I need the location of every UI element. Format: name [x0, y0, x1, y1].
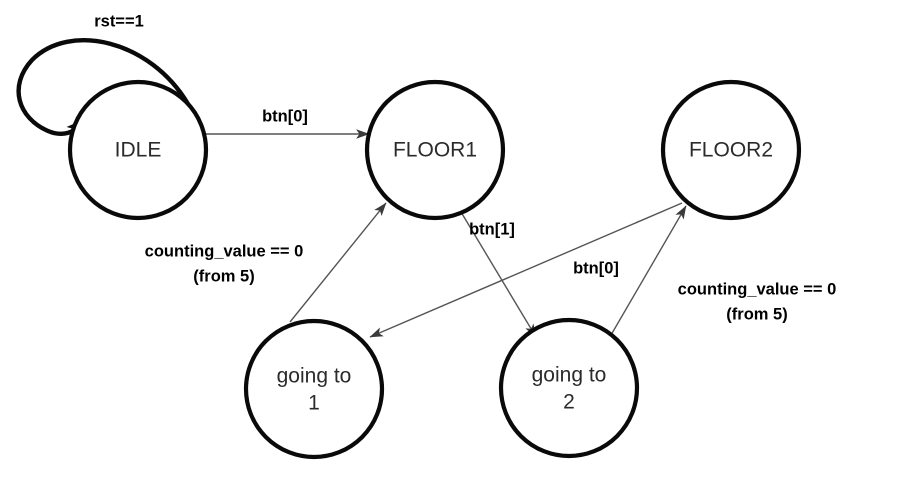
edge-label-going-to-1-to-floor1-line1: counting_value == 0: [145, 242, 304, 260]
edge-path-idle-self-loop: [16, 38, 191, 141]
state-label-going-to-2-line2: 2: [563, 391, 575, 414]
state-circle-idle: [67, 79, 209, 221]
transition-floor2-to-going-to-1[interactable]: [369, 202, 683, 338]
edge-path-going-to-1-to-floor1: [289, 202, 387, 323]
edge-label-idle-to-floor1: btn[0]: [262, 107, 308, 125]
state-label-idle: IDLE: [115, 139, 162, 162]
edge-label-floor2-to-going-to-1: btn[0]: [573, 259, 619, 277]
transition-floor1-to-going-to-2[interactable]: [460, 211, 537, 338]
state-node-floor2[interactable]: FLOOR2: [660, 79, 802, 221]
edge-label-floor1-to-going-to-2: btn[1]: [469, 220, 515, 238]
edge-label-going-to-2-to-floor2-line2: (from 5): [726, 305, 787, 323]
edge-path-floor1-to-going-to-2: [460, 211, 537, 338]
state-node-going-to-1[interactable]: going to 1: [243, 318, 385, 460]
edge-path-going-to-2-to-floor2: [610, 205, 687, 336]
state-circle-going-to-1: [243, 318, 385, 460]
state-circle-floor2: [660, 79, 802, 221]
transition-going-to-1-to-floor1[interactable]: [289, 202, 387, 323]
edge-label-going-to-1-to-floor1-line2: (from 5): [193, 267, 254, 285]
transition-idle-self-loop[interactable]: [16, 38, 191, 141]
edge-label-rst: rst==1: [94, 12, 144, 30]
state-label-going-to-1-line1: going to: [277, 365, 352, 388]
state-node-going-to-2[interactable]: going to 2: [498, 317, 640, 459]
state-label-floor2: FLOOR2: [689, 139, 773, 162]
state-label-going-to-2-line1: going to: [532, 364, 607, 387]
state-node-idle[interactable]: IDLE: [67, 79, 209, 221]
edge-path-floor2-to-going-to-1: [369, 202, 683, 338]
edge-label-going-to-2-to-floor2-line1: counting_value == 0: [678, 280, 837, 298]
state-circle-floor1: [364, 79, 506, 221]
state-label-going-to-1-line2: 1: [308, 392, 320, 415]
state-node-floor1[interactable]: FLOOR1: [364, 79, 506, 221]
state-circle-going-to-2: [498, 317, 640, 459]
state-label-floor1: FLOOR1: [393, 139, 477, 162]
transition-going-to-2-to-floor2[interactable]: [610, 205, 687, 336]
